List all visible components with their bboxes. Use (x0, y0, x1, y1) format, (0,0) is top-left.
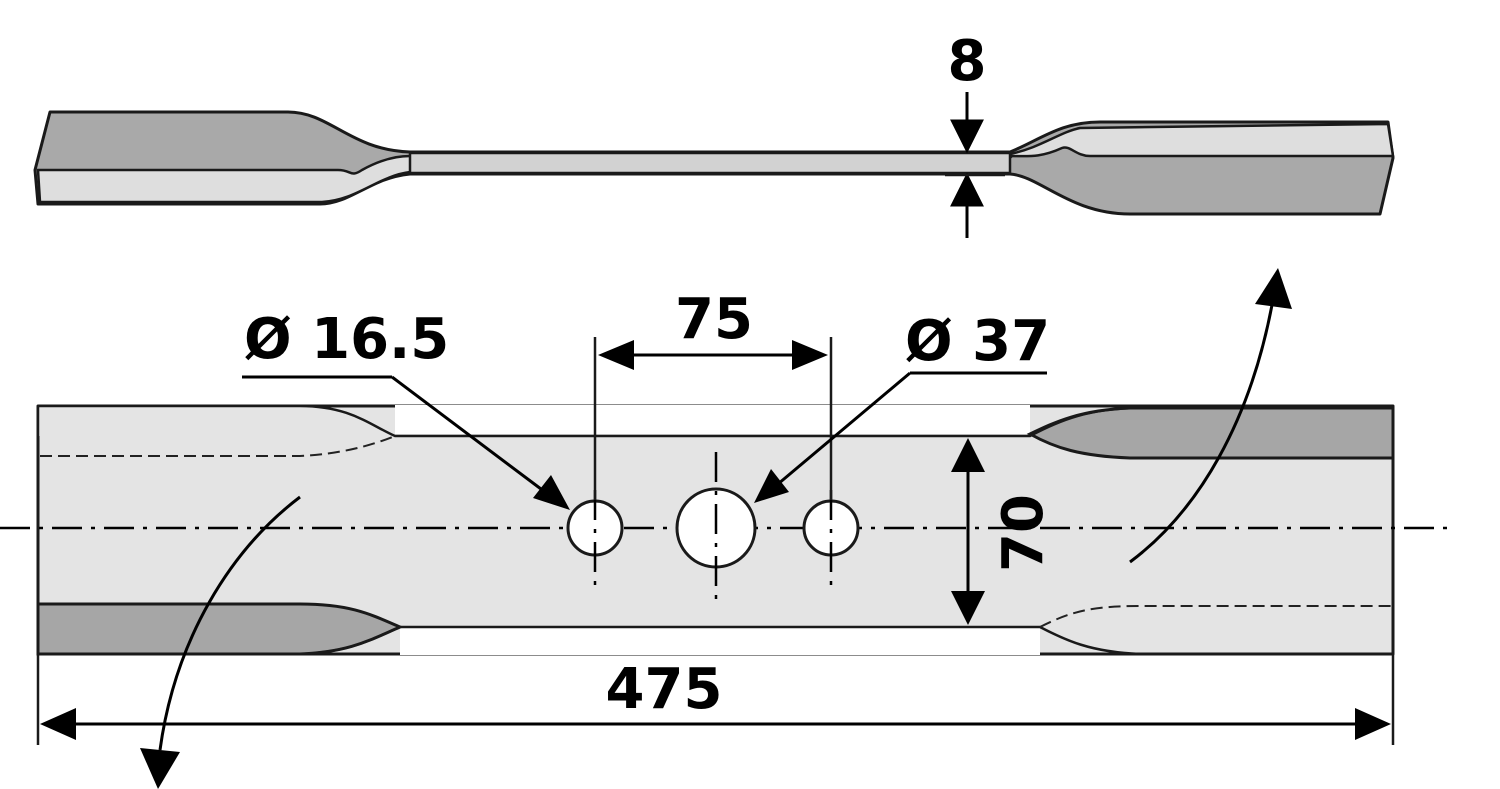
center-shank-side (408, 151, 1012, 175)
lower-middle-cutout (400, 627, 1040, 655)
large-hole-diameter-label: Ø 37 (905, 309, 1050, 374)
width-label: 70 (991, 494, 1056, 572)
right-bevel-side (1008, 122, 1395, 158)
small-hole-diameter-label: Ø 16.5 (244, 307, 449, 372)
hidden-edge-right (1039, 605, 1393, 628)
plan-top-profile (38, 404, 1393, 438)
blade-plan-view: 75 Ø 16.5 Ø 37 70 475 (0, 268, 1455, 789)
plan-bottom-profile (38, 625, 1393, 656)
rotation-arrow-right (1129, 304, 1274, 564)
length-label: 475 (606, 657, 723, 722)
thickness-label: 8 (948, 29, 987, 94)
left-upper-edge (38, 406, 395, 436)
left-lower-edge (36, 602, 404, 656)
right-upper-edge (1026, 406, 1395, 460)
large-hole-leader (777, 371, 911, 486)
blade-side-view: 8 (33, 29, 1395, 238)
hole-spacing-label: 75 (675, 287, 753, 352)
upper-middle-cutout (395, 405, 1030, 434)
rotation-arrow-left (158, 495, 301, 751)
small-hole-leader (391, 375, 546, 494)
hidden-edge-left (40, 435, 396, 457)
